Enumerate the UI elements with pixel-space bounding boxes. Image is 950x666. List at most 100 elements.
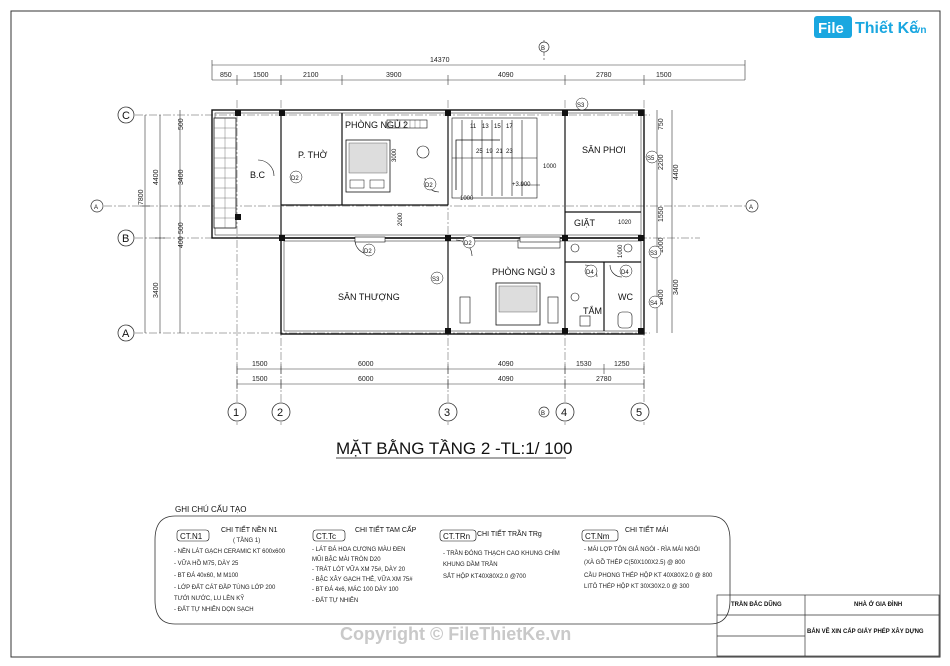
note-nm-line-3: CẦU PHONG THÉP HỘP KT 40X80X2.0 @ 800 <box>584 572 713 579</box>
bathroom-fixtures <box>570 243 633 329</box>
title-block-designer: TRẦN ĐẮC DŨNG <box>731 600 782 608</box>
tag-s5: S5 <box>647 156 655 162</box>
stair-step-6: 21 <box>496 149 503 155</box>
axis-bubble-1: 1 <box>227 402 247 422</box>
note-n1-line-3: - BT ĐÁ 40x60, M M100 <box>174 572 239 579</box>
note-title-trn: CHI TIẾT TRẦN TRg <box>477 528 542 538</box>
copyright-watermark: Copyright © FileThietKe.vn <box>340 624 571 644</box>
room-label-terrace: SÂN THƯỢNG <box>338 292 400 302</box>
note-n1-line-2: - VỮA HỒ M75, DÀY 25 <box>174 560 239 567</box>
note-tc-line-3: - TRÁT LÓT VỮA XM 75#, DÀY 20 <box>312 566 406 573</box>
drawing-frame <box>10 10 941 658</box>
tag-s3-a: S3 <box>577 103 585 109</box>
dim-top-1: 850 <box>220 72 232 79</box>
bed-bedroom-3 <box>459 239 561 326</box>
section-marker-bottom: B <box>538 406 550 418</box>
svg-text:2: 2 <box>277 407 283 419</box>
note-nm-line-2: (XÀ GỒ THÉP C(50X100X2.5) @ 800 <box>584 559 686 566</box>
bed-bedroom-2 <box>345 139 391 193</box>
note-sub-n1: ( TẦNG 1) <box>233 537 260 544</box>
room-label-wc: WC <box>618 292 633 302</box>
room-label-bc: B.C <box>250 170 266 180</box>
axis-bubble-c: C <box>117 106 135 124</box>
note-n1-line-6: - ĐẤT TỰ NHIÊN DỌN SẠCH <box>174 605 254 613</box>
windows <box>354 236 561 243</box>
note-trn-line-2: KHUNG DẦM TRẦN <box>443 561 498 568</box>
room-label-bedroom-3: PHÒNG NGỦ 3 <box>492 266 555 277</box>
dim-right-1: 750 <box>658 118 665 130</box>
axis-bubble-4: 4 <box>555 402 575 422</box>
dim-left-c3: 500 <box>178 222 185 234</box>
dim-right-5: 2400 <box>658 289 665 305</box>
note-tag-n1: CT.N1 <box>180 532 203 541</box>
dim-right-4: 1000 <box>658 237 665 253</box>
wardrobe-bedroom-2 <box>386 119 430 159</box>
door-window-tags <box>289 97 662 309</box>
dim-top-6: 2780 <box>596 72 612 79</box>
dim-left-total: 7800 <box>138 189 145 205</box>
dim-left-c4: 400 <box>178 236 185 248</box>
dimension-left <box>140 110 181 333</box>
svg-text:1: 1 <box>233 407 239 419</box>
room-label-bath: TẮM <box>583 306 602 316</box>
door-swings <box>257 159 623 278</box>
tag-d4-a: D4 <box>586 270 594 276</box>
svg-text:Thiết Kế: Thiết Kế <box>855 20 918 37</box>
dim-left-a2: 3400 <box>153 282 160 298</box>
svg-text:File: File <box>818 20 844 37</box>
section-marker-right: A <box>745 199 759 213</box>
stair-step-2: 13 <box>482 124 489 130</box>
dim-left-a1: 4400 <box>153 169 160 185</box>
tag-d2-a: D2 <box>291 176 299 182</box>
note-tc-line-1: - LÁT ĐÁ HOA CƯƠNG MÀU ĐEN <box>312 546 406 553</box>
note-n1-line-5: TƯỚI NƯỚC, LU LÈN KỸ <box>174 595 244 602</box>
dim-left-c1: 500 <box>178 118 185 130</box>
svg-text:5: 5 <box>636 407 642 419</box>
room-label-bedroom-2: PHÒNG NGỦ 2 <box>345 119 408 130</box>
section-marker-top: B <box>538 40 550 60</box>
axis-grid-lines <box>90 100 750 425</box>
dim-total-width: 14370 <box>430 57 450 64</box>
axis-bubble-2: 2 <box>271 402 291 422</box>
dim-right-2: 2200 <box>658 154 665 170</box>
tag-s3-c: S3 <box>650 251 658 257</box>
structural-columns <box>235 110 644 334</box>
inner-dim-2: 1000 <box>543 164 557 170</box>
axis-bubble-a: A <box>117 324 135 342</box>
interior-walls <box>280 113 641 331</box>
dimension-top-segments <box>212 75 745 85</box>
dim-bottom1-4: 1530 <box>576 361 592 368</box>
inner-dim-3: 1000 <box>460 196 474 202</box>
inner-dim-6: 2000 <box>398 212 404 226</box>
dim-left-c2: 3400 <box>178 169 185 185</box>
dim-bottom2-1: 1500 <box>252 376 268 383</box>
dim-bottom2-4: 2780 <box>596 376 612 383</box>
dimension-bottom-1 <box>236 364 645 374</box>
dim-top-3: 2100 <box>303 72 319 79</box>
title-block-project: NHÀ Ở GIA ĐÌNH <box>854 600 902 608</box>
svg-text:3: 3 <box>444 407 450 419</box>
svg-text:B: B <box>541 46 545 52</box>
svg-text:B: B <box>122 233 129 245</box>
note-n1-line-4: - LỚP ĐẤT CÁT ĐẦP TÙNG LỚP 200 <box>174 584 276 591</box>
staircase <box>451 117 540 199</box>
stair-step-3: 15 <box>494 124 501 130</box>
dim-top-7: 1500 <box>656 72 672 79</box>
title-block <box>716 594 940 657</box>
note-tag-trn: CT.TRn <box>443 532 470 541</box>
stair-step-4: 17 <box>506 124 513 130</box>
filethietke-logo: File Thiết Kế .vn <box>814 16 926 38</box>
section-marker-left: A <box>90 199 104 213</box>
room-label-drying-yard: SÂN PHƠI <box>582 145 626 155</box>
note-nm-line-1: - MÁI LỢP TÔN GIẢ NGÓI - RÌA MÁI NGÓI <box>584 546 700 553</box>
elevation-mark: +3.900 <box>512 182 531 188</box>
axis-bubble-b: B <box>117 229 135 247</box>
svg-text:C: C <box>122 110 130 122</box>
dim-bottom1-3: 4090 <box>498 361 514 368</box>
dim-top-4: 3900 <box>386 72 402 79</box>
tag-d2-c: D2 <box>364 249 372 255</box>
svg-text:A: A <box>749 205 753 211</box>
room-label-laundry: GIẶT <box>574 218 596 228</box>
dim-top-5: 4090 <box>498 72 514 79</box>
